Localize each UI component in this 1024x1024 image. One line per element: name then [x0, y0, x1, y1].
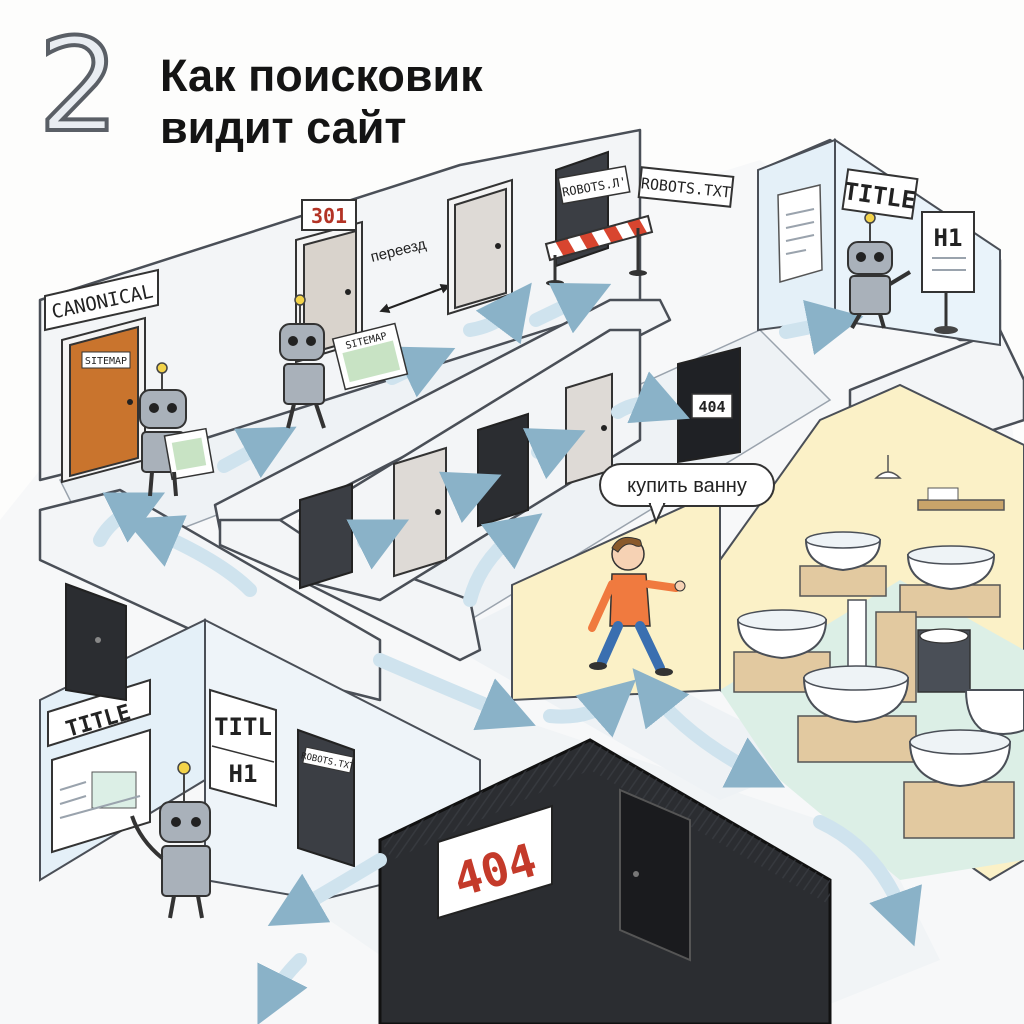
speech-bubble: купить ванну [599, 463, 775, 525]
robots-txt-sign: ROBOTS.TXT [637, 166, 735, 208]
bathtub-5 [903, 729, 1015, 839]
bathtub-6 [964, 689, 1024, 735]
pit-404: 404 [378, 738, 832, 1024]
code-404-small-label: 404 [698, 398, 725, 416]
flow-arrows [93, 282, 922, 1024]
page-title: Как поисковик видит сайт [160, 50, 483, 154]
bathtub-1 [799, 531, 887, 597]
bathtub-4 [797, 665, 917, 763]
barrier [544, 214, 654, 286]
step-number: 2 [36, 10, 121, 163]
door-dark-left [65, 582, 127, 702]
robot-sitemap: SITEMAP [279, 294, 409, 429]
door-plain-top [447, 178, 513, 316]
robot-left [130, 761, 211, 919]
door-canonical: SITEMAP [61, 316, 146, 484]
person-running [588, 536, 686, 676]
document-icon [777, 184, 823, 283]
h1-sign-left: H1 [229, 760, 258, 788]
robot-canonical [139, 362, 215, 497]
titl-sign-left: TITL [214, 713, 272, 741]
door-404-small: 404 [677, 346, 741, 464]
speech-text: купить ванну [627, 475, 747, 497]
robot-title [847, 212, 912, 329]
h1-sign-top: H1 [934, 224, 963, 252]
sitemap-door-label: SITEMAP [85, 356, 127, 367]
code-301-sign: 301 [311, 204, 347, 228]
title-line-1: Как поисковик [160, 50, 483, 101]
title-line-2: видит сайт [160, 102, 407, 153]
